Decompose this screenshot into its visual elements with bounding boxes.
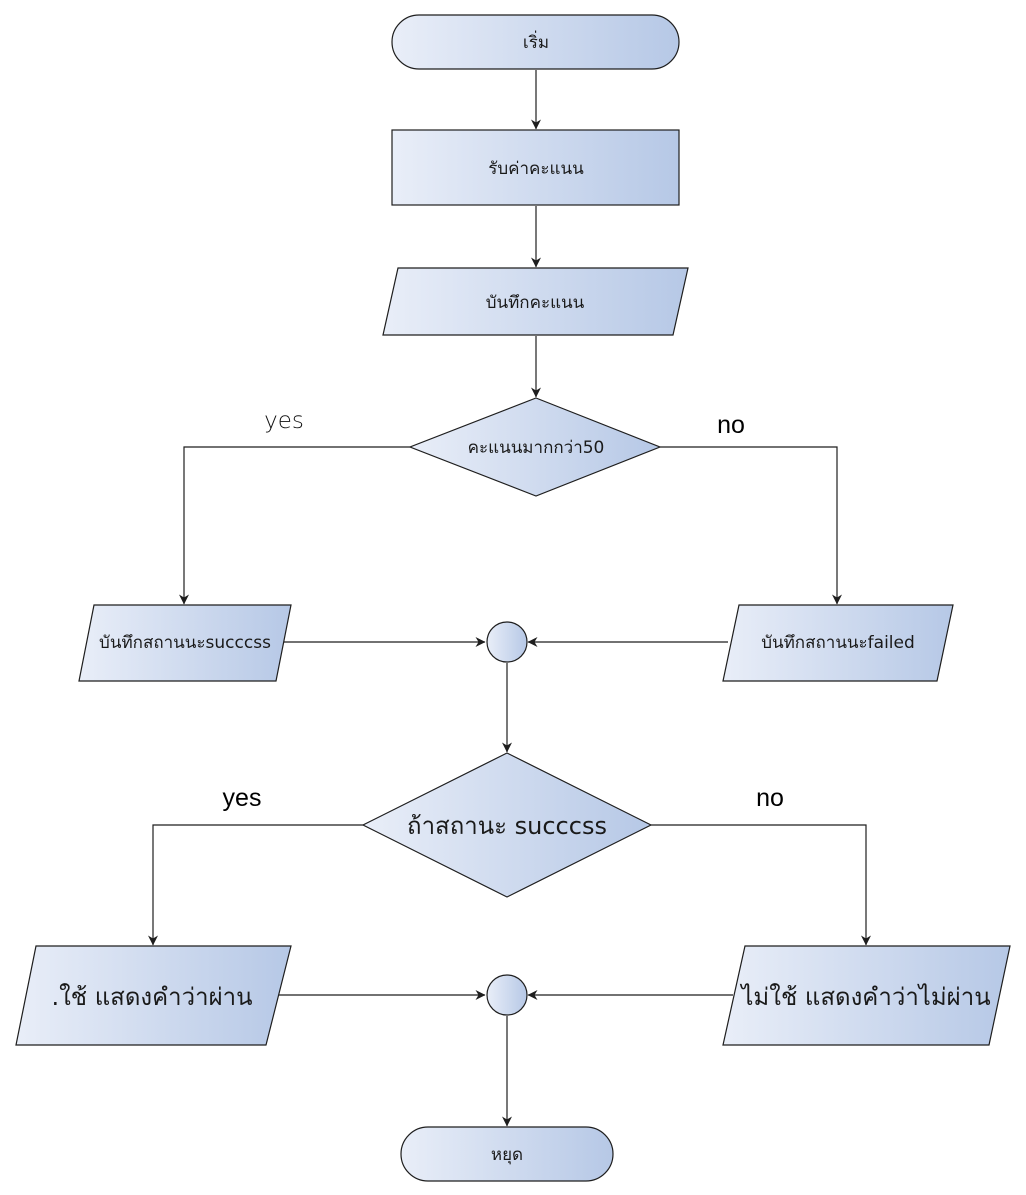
- node-show-pass: .ใช้ แสดงคำว่าผ่าน: [15, 945, 292, 1046]
- node-record-failed: บันทึกสถานนะfailed: [722, 604, 954, 682]
- edges: [148, 70, 871, 1127]
- branch-label-status-no: no: [756, 784, 784, 812]
- terminator-shape: [400, 1126, 614, 1182]
- node-label: ถ้าสถานะ succcss: [407, 812, 607, 840]
- data-shape: [722, 945, 1011, 1046]
- node-start: เริ่ม: [391, 14, 680, 70]
- node-label: ไม่ใช้ แสดงคำว่าไม่ผ่าน: [739, 983, 990, 1011]
- node-decision-score: คะแนนมากกว่า50: [408, 397, 662, 497]
- node-decision-status: ถ้าสถานะ succcss: [361, 752, 653, 898]
- terminator-shape: [391, 14, 680, 70]
- data-shape: [78, 604, 292, 682]
- edge-decision-no-to-failed: [660, 446, 842, 605]
- node-label: คะแนนมากกว่า50: [468, 438, 605, 458]
- node-input-score: รับค่าคะแนน: [391, 129, 680, 206]
- branch-label-score-yes: yes: [264, 408, 304, 434]
- node-label: .ใช้ แสดงคำว่าผ่าน: [51, 983, 252, 1011]
- branch-label-score-no: no: [717, 411, 745, 439]
- node-stop: หยุด: [400, 1126, 614, 1182]
- node-label: หยุด: [491, 1145, 523, 1165]
- node-record-score: บันทึกคะแนน: [382, 267, 689, 336]
- node-show-fail: ไม่ใช้ แสดงคำว่าไม่ผ่าน: [722, 945, 1011, 1046]
- data-shape: [382, 267, 689, 336]
- node-label: บันทึกสถานนะsucccss: [99, 633, 271, 653]
- node-label: บันทึกคะแนน: [486, 293, 585, 313]
- data-shape: [722, 604, 954, 682]
- node-label: บันทึกสถานนะfailed: [761, 633, 915, 653]
- node-label: เริ่ม: [523, 30, 549, 53]
- edge-status-yes-to-pass: [148, 824, 363, 946]
- decision-shape: [408, 397, 662, 497]
- branch-label-status-yes: yes: [223, 784, 262, 812]
- process-shape: [391, 129, 680, 206]
- node-label: รับค่าคะแนน: [488, 159, 584, 179]
- connector-merge-1: [486, 621, 528, 663]
- edge-decision-yes-to-success: [179, 446, 410, 605]
- edge-status-no-to-fail: [651, 824, 871, 946]
- node-record-success: บันทึกสถานนะsucccss: [78, 604, 292, 682]
- connector-merge-2: [486, 974, 528, 1016]
- decision-shape: [361, 752, 653, 898]
- data-shape: [15, 945, 292, 1046]
